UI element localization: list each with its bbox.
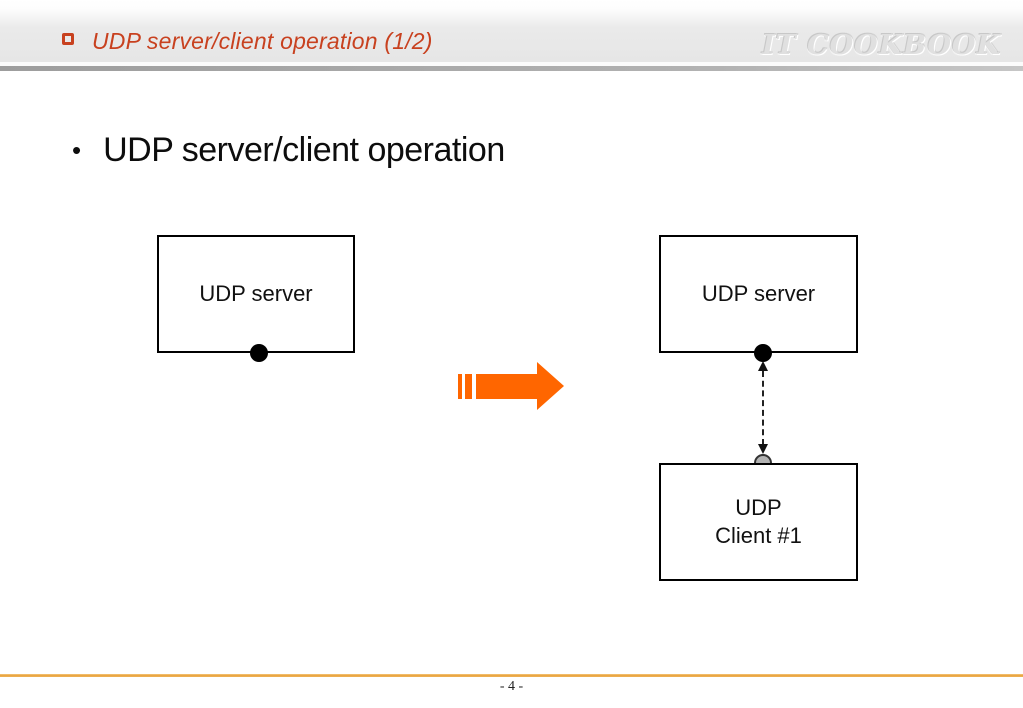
udp-server-box-after: UDP server [659, 235, 858, 353]
black-socket-dot-before [250, 344, 268, 362]
udp-client-box: UDP Client #1 [659, 463, 858, 581]
page-number: - 4 - [499, 679, 524, 694]
black-socket-dot-after [754, 344, 772, 362]
dashed-connector-line [762, 371, 764, 445]
header-title: UDP server/client operation (1/2) [92, 28, 433, 54]
header-separator-light [0, 62, 1023, 66]
dashed-connector-down-arrowhead-icon [758, 444, 768, 454]
udp-client-label-line1: UDP [735, 495, 782, 520]
square-outline-icon [62, 33, 74, 45]
bullet-dot-icon: • [72, 135, 82, 165]
udp-server-label-after: UDP server [701, 281, 816, 306]
heading-text: UDP server/client operation [103, 131, 505, 169]
striped-right-arrow-icon [537, 362, 564, 410]
dashed-connector-up-arrowhead-icon [758, 361, 768, 371]
udp-client-label-line2: Client #1 [715, 523, 802, 548]
footer-divider-line [0, 674, 1023, 677]
striped-right-arrow-icon [458, 374, 462, 399]
header-separator-dark [0, 66, 1023, 71]
it-cookbook-logo: IT COOKBOOK [762, 30, 1001, 61]
striped-right-arrow-icon [476, 374, 537, 399]
header-bar [0, 0, 1023, 62]
udp-server-label-before: UDP server [199, 281, 313, 306]
udp-server-box-before: UDP server [157, 235, 355, 353]
striped-right-arrow-icon [465, 374, 472, 399]
heading: • UDP server/client operation [72, 128, 505, 172]
